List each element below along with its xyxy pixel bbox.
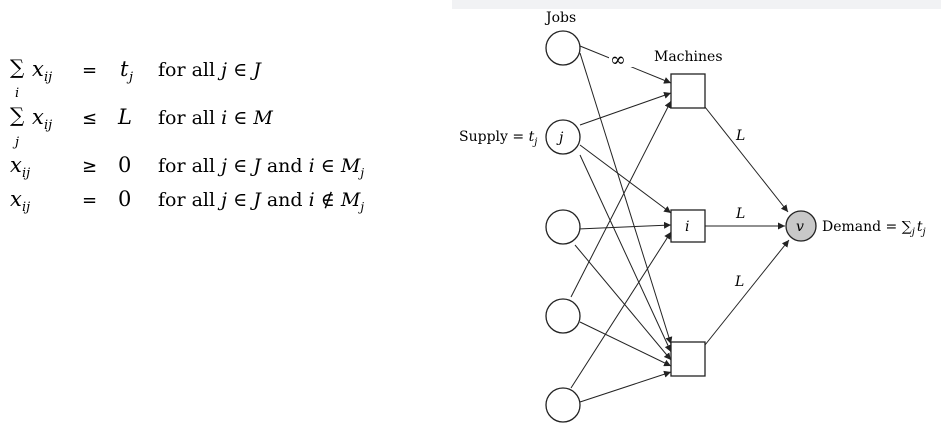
edge <box>579 321 672 367</box>
sink-node-label: v <box>796 219 804 235</box>
edge <box>704 106 789 213</box>
infinity-label: ∞ <box>610 49 626 71</box>
var-x-sub: ij <box>44 70 52 85</box>
equation-row-2: ∑ j x ij ≤ L for all i ∈ M <box>10 103 273 150</box>
lp-constraints: ∑ i x ij = t j for all j ∈ J ∑ j x ij ≤ … <box>10 55 364 215</box>
machine-sink-edges <box>704 106 790 346</box>
relation: ≥ <box>82 156 97 177</box>
edge <box>574 244 672 361</box>
job-nodes <box>545 30 581 423</box>
machine-node-label: i <box>685 219 689 235</box>
condition: for all j ∈ J and i ∈ Mj <box>158 155 364 180</box>
edge <box>579 144 672 214</box>
condition: for all j ∈ J <box>158 59 262 81</box>
relation: ≤ <box>82 108 97 129</box>
sum-symbol: ∑ <box>10 55 25 79</box>
job-node <box>545 387 581 423</box>
edge <box>579 92 672 126</box>
var-x-sub: ij <box>22 200 30 215</box>
machine-node-i <box>670 209 706 243</box>
edge <box>577 221 672 230</box>
equation-row-4: x ij = 0 for all j ∈ J and i ∉ Mj <box>10 187 364 215</box>
job-node <box>545 30 581 66</box>
machine-nodes <box>670 73 706 377</box>
var-x: x <box>10 153 22 177</box>
equation-row-3: x ij ≥ 0 for all j ∈ J and i ∈ Mj <box>10 153 364 181</box>
var-x: x <box>32 105 44 129</box>
job-node <box>545 209 581 245</box>
sink-node <box>785 210 817 242</box>
job-node <box>545 298 581 334</box>
condition: for all i ∈ M <box>158 107 273 129</box>
relation: = <box>82 60 97 81</box>
condition: for all j ∈ J and i ∉ Mj <box>158 189 364 214</box>
edge <box>579 154 672 353</box>
sum-index: i <box>15 86 19 101</box>
rhs-sub: j <box>126 70 133 85</box>
var-x-sub: ij <box>44 118 52 133</box>
rhs-var: L <box>117 105 132 129</box>
edge <box>570 231 672 389</box>
flow-network-diagram: ∞ L L L j i v Jobs M <box>459 10 926 423</box>
supply-label: Supply = tj <box>459 129 537 148</box>
rhs-var: t <box>120 57 129 81</box>
sum-symbol: ∑ <box>10 103 25 127</box>
edge <box>579 52 673 345</box>
job-node-label: j <box>556 130 564 146</box>
lp-constraints-panel: ∑ i x ij = t j for all j ∈ J ∑ j x ij ≤ … <box>0 0 452 427</box>
machine-node <box>670 341 706 377</box>
machines-heading: Machines <box>654 49 723 65</box>
edge <box>704 239 790 346</box>
var-x-sub: ij <box>22 166 30 181</box>
relation: = <box>82 190 97 211</box>
edge <box>579 370 672 403</box>
job-node-j <box>545 119 581 155</box>
capacity-label: L <box>734 274 744 290</box>
jobs-heading: Jobs <box>544 10 576 26</box>
capacity-label: L <box>735 206 745 222</box>
sum-index: j <box>12 135 19 150</box>
equation-row-1: ∑ i x ij = t j for all j ∈ J <box>10 55 262 101</box>
job-machine-edges <box>570 52 673 403</box>
capacity-label: L <box>735 128 745 144</box>
edge <box>570 100 672 298</box>
var-x: x <box>32 57 44 81</box>
machine-node <box>670 73 706 109</box>
infinity-label-bg <box>609 51 633 67</box>
var-x: x <box>10 187 22 211</box>
rhs-num: 0 <box>118 153 131 177</box>
flow-network-panel: ∞ L L L j i v Jobs M <box>452 0 941 427</box>
top-frame-strip <box>452 0 941 9</box>
rhs-num: 0 <box>118 187 131 211</box>
